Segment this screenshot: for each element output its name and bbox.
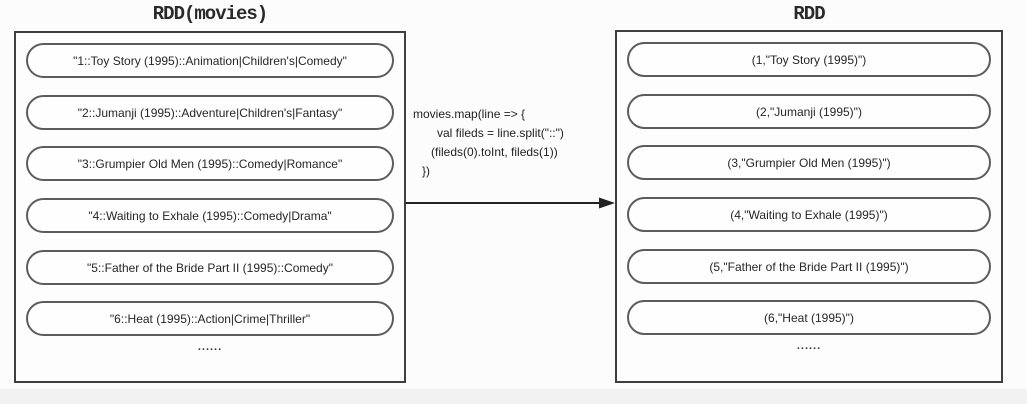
right-rdd-title: RDD [793,3,825,25]
left-rdd-item-4: "4::Waiting to Exhale (1995)::Comedy|Dra… [26,198,394,233]
left-rdd-item-6: "6::Heat (1995)::Action|Crime|Thriller" [26,301,394,336]
footer-band [0,389,1027,404]
right-rdd-item-1: (1,"Toy Story (1995)") [627,42,991,77]
left-rdd-title: RDD(movies) [152,3,268,25]
left-rdd-item-3: "3::Grumpier Old Men (1995)::Comedy|Roma… [26,146,394,181]
left-rdd-item-1: "1::Toy Story (1995)::Animation|Children… [26,43,394,78]
map-code: movies.map(line => { val fileds = line.s… [413,105,618,181]
left-rdd-item-5: "5::Father of the Bride Part II (1995)::… [26,250,394,285]
right-rdd-item-2: (2,"Jumanji (1995)") [627,94,991,129]
right-rdd-box: (1,"Toy Story (1995)") (2,"Jumanji (1995… [615,30,1003,383]
right-rdd-item-5: (5,"Father of the Bride Part II (1995)") [627,249,991,284]
right-rdd-item-4: (4,"Waiting to Exhale (1995)") [627,197,991,232]
right-rdd-item-3: (3,"Grumpier Old Men (1995)") [627,145,991,180]
right-rdd-ellipsis: ...... [796,340,822,352]
map-code-line: movies.map(line => { [413,107,526,121]
map-code-line: (fileds(0).toInt, fileds(1)) [431,145,558,159]
map-code-line: val fileds = line.split("::") [437,126,564,140]
right-rdd-item-6: (6,"Heat (1995)") [627,300,991,335]
left-rdd-box: "1::Toy Story (1995)::Animation|Children… [14,31,406,383]
map-code-line: }) [422,164,431,178]
left-rdd-item-2: "2::Jumanji (1995)::Adventure|Children's… [26,95,394,130]
map-arrow-icon [406,197,615,209]
left-rdd-ellipsis: ...... [197,341,223,353]
